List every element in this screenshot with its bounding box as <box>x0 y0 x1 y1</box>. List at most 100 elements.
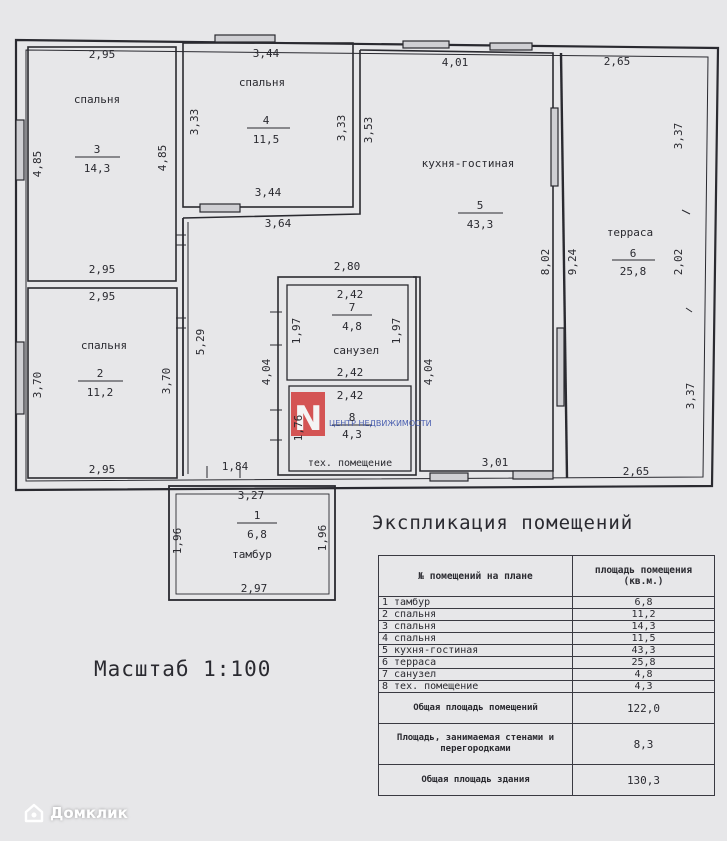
col-room-header: № помещений на плане <box>378 555 573 597</box>
total-area-label: Общая площадь помещений <box>378 692 573 724</box>
room-8-area: 4,3 <box>342 428 362 441</box>
scale-label: Масштаб 1:100 <box>94 657 272 681</box>
col-area-header: площадь помещения (кв.м.) <box>572 555 715 597</box>
room-2-name: спальня <box>81 339 127 352</box>
room-5-area: 43,3 <box>467 218 494 231</box>
dim-label: 3,33 <box>188 109 201 136</box>
dim-label: 4,85 <box>156 145 169 172</box>
row-label: 7 санузел <box>378 668 573 681</box>
room-3-number: 3 <box>94 143 101 156</box>
room-5-number: 5 <box>477 199 484 212</box>
room-2-area: 11,2 <box>87 386 114 399</box>
room-7-area: 4,8 <box>342 320 362 333</box>
dim-label: 3,01 <box>482 456 509 469</box>
row-label: 3 спальня <box>378 620 573 633</box>
dim-label: 3,33 <box>335 115 348 142</box>
explication-title: Экспликация помещений <box>372 512 634 534</box>
dim-label: 3,44 <box>253 47 280 60</box>
building-area-row: Общая площадь здания 130,3 <box>378 764 715 796</box>
sanitary-block-outline <box>277 276 417 476</box>
dim-label: 3,27 <box>238 489 265 502</box>
room-5-name: кухня-гостиная <box>422 157 515 170</box>
explication-table: № помещений на плане площадь помещения (… <box>378 555 715 796</box>
row-area: 6,8 <box>572 596 715 609</box>
total-area-row: Общая площадь помещений 122,0 <box>378 692 715 724</box>
room-8-outline <box>288 385 412 472</box>
domclick-watermark: Домклик <box>24 803 128 823</box>
terrace-wall <box>559 52 569 479</box>
dim-label: 3,44 <box>255 186 282 199</box>
dim-label: 1,76 <box>292 415 305 442</box>
row-area: 14,3 <box>572 620 715 633</box>
row-label: 5 кухня-гостиная <box>378 644 573 657</box>
room-6-name: терраса <box>607 226 653 239</box>
room-label-rules <box>75 127 655 524</box>
stamp-text: ЦЕНТР НЕДВИЖИМОСТИ <box>329 419 432 428</box>
dim-label: 9,24 <box>566 248 579 275</box>
dim-label: 1,96 <box>316 525 329 552</box>
row-area: 43,3 <box>572 644 715 657</box>
row-label: 2 спальня <box>378 608 573 621</box>
dim-label: 2,95 <box>89 48 116 61</box>
dim-label: 2,65 <box>623 465 650 478</box>
building-area-value: 130,3 <box>572 764 715 796</box>
row-area: 4,3 <box>572 680 715 693</box>
dim-label: 3,53 <box>362 117 375 144</box>
row-label: 4 спальня <box>378 632 573 645</box>
room-2-number: 2 <box>97 367 104 380</box>
room-3-area: 14,3 <box>84 162 111 175</box>
room-1-outline <box>168 485 336 601</box>
dim-label: 1,97 <box>390 318 403 345</box>
total-area-value: 122,0 <box>572 692 715 724</box>
dim-label: 3,37 <box>684 383 697 410</box>
dim-label: 2,02 <box>672 249 685 276</box>
dim-label: 2,95 <box>89 263 116 276</box>
room-7-outline <box>286 284 409 381</box>
row-area: 25,8 <box>572 656 715 669</box>
dim-label: 3,70 <box>160 368 173 395</box>
dim-label: 2,80 <box>334 260 361 273</box>
watermark-text: Домклик <box>50 804 128 822</box>
row-area: 11,5 <box>572 632 715 645</box>
room-8-number: 8 <box>349 411 356 424</box>
dim-label: 4,85 <box>31 151 44 178</box>
dim-label: 2,65 <box>604 55 631 68</box>
dim-label: 2,95 <box>89 290 116 303</box>
row-label: 6 терраса <box>378 656 573 669</box>
windows <box>15 34 565 482</box>
door-marks <box>176 209 693 478</box>
room-4-number: 4 <box>263 114 270 127</box>
dim-label: 1,97 <box>290 318 303 345</box>
room-7-number: 7 <box>349 301 356 314</box>
room-6-number: 6 <box>630 247 637 260</box>
dim-label: 3,70 <box>31 372 44 399</box>
dim-label: 4,01 <box>442 56 469 69</box>
dim-label: 8,02 <box>539 249 552 276</box>
house-logo-icon <box>24 803 44 823</box>
svg-text:N: N <box>294 399 322 439</box>
dim-label: 2,97 <box>241 582 268 595</box>
room-3-name: спальня <box>74 93 120 106</box>
row-label: 8 тех. помещение <box>378 680 573 693</box>
room-4-name: спальня <box>239 76 285 89</box>
row-area: 11,2 <box>572 608 715 621</box>
room-1-number: 1 <box>254 509 261 522</box>
outer-wall <box>14 38 720 492</box>
walls-area-label: Площадь, занимаемая стенами и перегородк… <box>378 723 573 765</box>
dim-label: 1,96 <box>171 528 184 555</box>
dim-label: 1,84 <box>222 460 249 473</box>
room-8-name: тех. помещение <box>308 458 392 469</box>
room-4-outline <box>182 42 354 208</box>
outer-wall-inner <box>25 49 709 482</box>
dim-label: 4,04 <box>422 358 435 385</box>
hall-outline <box>182 50 361 219</box>
walls-area-row: Площадь, занимаемая стенами и перегородк… <box>378 723 715 765</box>
dim-label: 3,37 <box>672 123 685 150</box>
dim-label: 2,42 <box>337 366 364 379</box>
room-1-name: тамбур <box>232 548 272 561</box>
